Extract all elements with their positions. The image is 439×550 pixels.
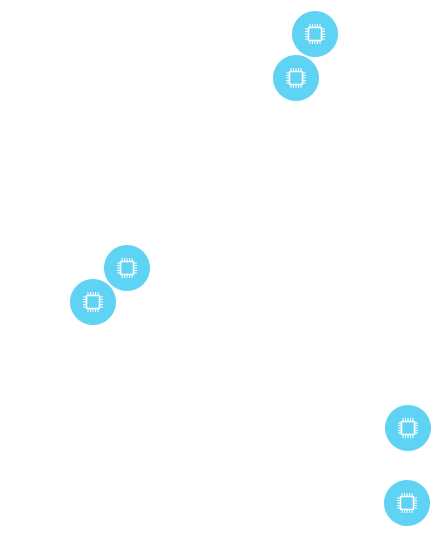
cpu-chip-icon bbox=[284, 66, 308, 90]
node-4[interactable] bbox=[70, 279, 116, 325]
node-3[interactable] bbox=[104, 245, 150, 291]
cpu-chip-icon bbox=[303, 22, 327, 46]
node-2[interactable] bbox=[273, 55, 319, 101]
node-5[interactable] bbox=[385, 405, 431, 451]
node-6[interactable] bbox=[384, 480, 430, 526]
cpu-chip-icon bbox=[115, 256, 139, 280]
node-1[interactable] bbox=[292, 11, 338, 57]
cpu-chip-icon bbox=[395, 491, 419, 515]
cpu-chip-icon bbox=[81, 290, 105, 314]
cpu-chip-icon bbox=[396, 416, 420, 440]
